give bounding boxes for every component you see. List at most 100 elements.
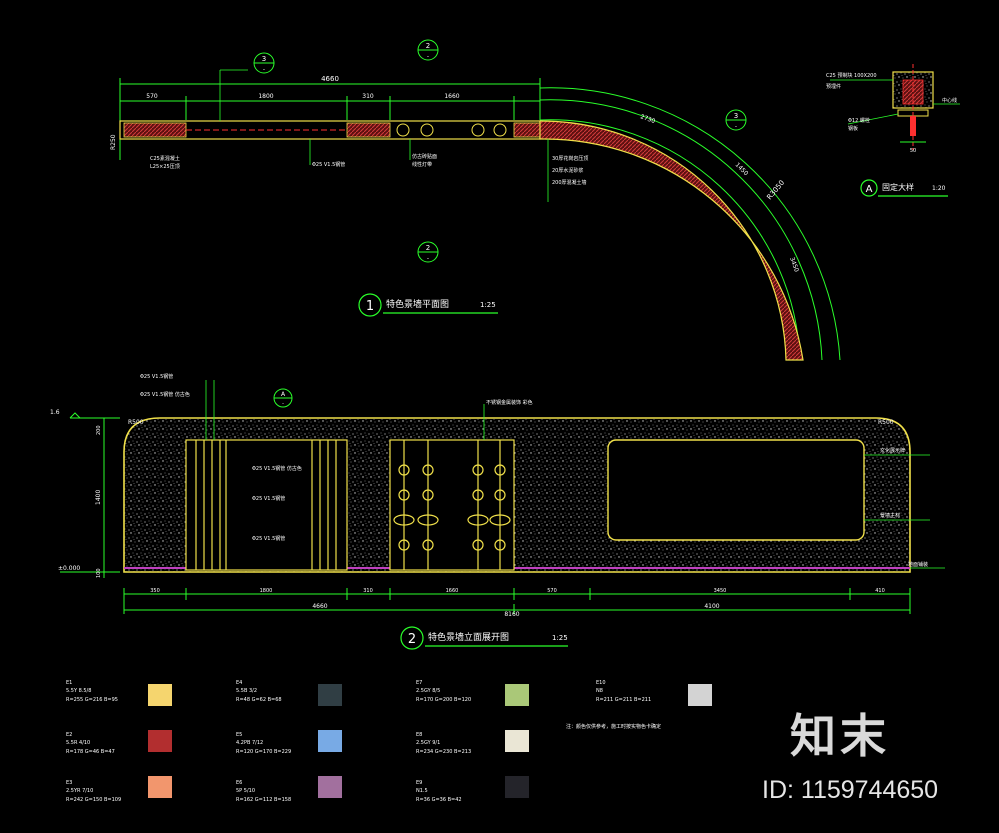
detail-note-1: 预埋件: [826, 83, 841, 90]
swatch: [318, 730, 342, 752]
svg-text:E3: E3: [66, 780, 72, 786]
swatch: [148, 730, 172, 752]
svg-text:-: -: [735, 123, 737, 130]
section-bubble-2-bottom[interactable]: 2 -: [417, 241, 439, 263]
plan-note-3: 仿古砖贴面: [412, 153, 437, 160]
plan-view: 4660 570 1800 310 1660 R250 2730 1450 R3…: [110, 39, 841, 361]
swatch: [318, 684, 342, 706]
svg-text:310: 310: [363, 588, 373, 594]
svg-text:R=234 G=230 B=213: R=234 G=230 B=213: [416, 749, 471, 755]
swatch: [505, 730, 529, 752]
fixing-detail: 50 C25 预制块 100X200 预埋件 Φ12 螺栓 钢板 中心线 A 固…: [826, 64, 960, 197]
plan-wall-curved: [539, 120, 804, 361]
plan-note-5: 30厚花岗岩压顶: [552, 155, 588, 162]
svg-text:E10: E10: [596, 680, 606, 686]
level-ground: ±0.000: [58, 565, 80, 572]
id-label: ID: 1159744650: [762, 776, 939, 804]
svg-text:8160: 8160: [504, 611, 519, 618]
legend-note: 注：颜色仅供参考，施工时按实物色卡确定: [566, 723, 661, 730]
plan-scale: 1:25: [480, 301, 496, 309]
svg-text:100: 100: [96, 568, 102, 578]
detail-note-3: 钢板: [848, 125, 858, 132]
elevation-scale: 1:25: [552, 634, 568, 642]
display-board: [607, 439, 865, 541]
svg-text:R=255 G=216 B=95: R=255 G=216 B=95: [66, 697, 118, 703]
detail-title: 固定大样: [882, 182, 914, 192]
plan-dim-3: 310: [362, 93, 374, 100]
radius-right: R500: [878, 419, 894, 426]
svg-text:E6: E6: [236, 780, 242, 786]
elevation-bubble-A[interactable]: A -: [273, 388, 293, 408]
svg-text:E2: E2: [66, 732, 72, 738]
svg-text:5P 5/10: 5P 5/10: [236, 788, 255, 794]
svg-text:N8: N8: [596, 688, 603, 694]
svg-text:E4: E4: [236, 680, 242, 686]
svg-text:R=48 G=62 B=68: R=48 G=62 B=68: [236, 697, 282, 703]
plan-dim-2: 1800: [258, 93, 273, 100]
svg-text:570: 570: [547, 588, 557, 594]
plan-note-4: 线性灯带: [412, 161, 432, 168]
svg-text:-: -: [427, 255, 429, 262]
svg-text:R=162 G=112 B=158: R=162 G=112 B=158: [236, 797, 291, 803]
plan-dim-radius: R3050: [765, 179, 786, 202]
elev-note-1: Φ25 V1.5钢管 仿古色: [140, 391, 190, 398]
detail-note-4: 中心线: [942, 97, 957, 104]
legend-item-7: 2.5GY 9/1R=234 G=230 B=213 E8: [416, 730, 529, 755]
plan-title-number: 1: [366, 299, 374, 314]
swatch: [318, 776, 342, 798]
elev-note-6: 文化展示牌: [880, 447, 905, 454]
svg-text:R=120 G=170 B=229: R=120 G=170 B=229: [236, 749, 291, 755]
ornament-panel: [389, 439, 515, 571]
svg-text:3: 3: [734, 112, 738, 120]
elevation-title: 特色景墙立面展开图: [428, 631, 509, 643]
svg-text:410: 410: [875, 588, 885, 594]
radius-left: R500: [128, 419, 144, 426]
elev-note-5: 不锈钢金属装饰 彩色: [486, 399, 533, 406]
plan-dim-total: 4660: [321, 75, 339, 83]
svg-text:5.5B 3/2: 5.5B 3/2: [236, 688, 257, 694]
swatch: [148, 776, 172, 798]
svg-text:E1: E1: [66, 680, 72, 686]
svg-text:R=242 G=150 B=109: R=242 G=150 B=109: [66, 797, 121, 803]
plan-title: 特色景墙平面图: [386, 298, 449, 310]
detail-marker: A: [866, 184, 873, 195]
svg-text:350: 350: [150, 588, 160, 594]
svg-text:2: 2: [426, 244, 430, 252]
plan-dim-8: 3450: [788, 256, 800, 273]
elev-note-8: 地面铺装: [908, 561, 928, 568]
elev-note-2: Φ25 V1.5钢管 仿古色: [252, 465, 302, 472]
plan-dim-5: 2730: [639, 113, 656, 125]
svg-text:5.5Y 8.5/8: 5.5Y 8.5/8: [66, 688, 91, 694]
svg-text:2.5GY 8/5: 2.5GY 8/5: [416, 688, 440, 694]
svg-text:R=178 G=46 B=47: R=178 G=46 B=47: [66, 749, 115, 755]
svg-text:A: A: [281, 391, 286, 398]
detail-scale: 1:20: [932, 185, 946, 192]
svg-text:4660: 4660: [312, 603, 327, 610]
plan-note-7: 200厚混凝土墙: [552, 179, 587, 186]
rod-panel-left: [185, 439, 348, 571]
plan-dim-r250: R250: [110, 134, 117, 150]
elev-note-7: 景墙主材: [880, 512, 900, 519]
svg-text:5.5R 4/10: 5.5R 4/10: [66, 740, 90, 746]
section-bubble-2-top[interactable]: 2 -: [417, 39, 439, 61]
svg-text:R=211 G=211 B=211: R=211 G=211 B=211: [596, 697, 651, 703]
brand-logo: 知末: [790, 709, 890, 763]
svg-text:R=170 G=200 B=120: R=170 G=200 B=120: [416, 697, 471, 703]
plan-dim-1: 570: [146, 93, 158, 100]
plan-dim-4: 1660: [444, 93, 459, 100]
svg-text:200: 200: [96, 425, 102, 435]
svg-text:4.2PB 7/12: 4.2PB 7/12: [236, 740, 263, 746]
svg-text:E5: E5: [236, 732, 242, 738]
elev-note-4: Φ25 V1.5钢管: [252, 535, 285, 542]
svg-text:1800: 1800: [260, 588, 273, 594]
svg-text:1660: 1660: [446, 588, 459, 594]
svg-text:E8: E8: [416, 732, 422, 738]
plan-dim-6: 1450: [734, 161, 750, 177]
section-bubble-3-top[interactable]: 3 -: [253, 52, 275, 74]
legend-item-3: 5.5B 3/2R=48 G=62 B=68 E4: [236, 680, 342, 706]
svg-text:2.5GY 9/1: 2.5GY 9/1: [416, 740, 440, 746]
section-bubble-3-curve[interactable]: 3 -: [725, 109, 747, 131]
detail-dim: 50: [910, 148, 916, 154]
